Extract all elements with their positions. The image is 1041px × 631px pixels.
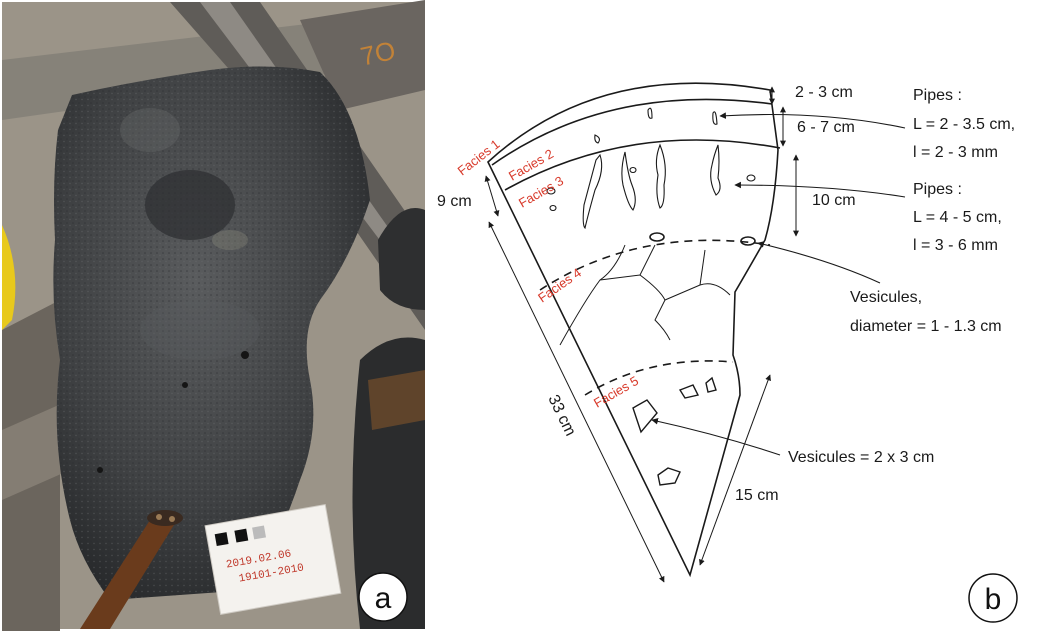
vesicules-2-label: Vesicules = 2 x 3 cm (788, 449, 934, 466)
pipes-1-width: l = 2 - 3 mm (913, 144, 998, 161)
facies-labels: Facies 1 Facies 2 Facies 3 Facies 4 Faci… (455, 136, 641, 410)
pipes-1-title: Pipes : (913, 87, 962, 104)
dim-arrow-15 (700, 375, 770, 565)
dim-label-6-7: 6 - 7 cm (797, 119, 855, 136)
vesicules-1-line2: diameter = 1 - 1.3 cm (850, 318, 1002, 335)
vesicules-facies-5 (633, 378, 716, 485)
pipes-2-width: l = 3 - 6 mm (913, 237, 998, 254)
panel-a-photo: 7O 2019.02.06 19101-2010 a (2, 0, 425, 631)
dim-label-9: 9 cm (437, 193, 472, 210)
facies-4-label: Facies 4 (535, 265, 584, 305)
annotations: Pipes : L = 2 - 3.5 cm, l = 2 - 3 mm Pip… (788, 87, 1015, 466)
panel-b-letter: b (985, 583, 1002, 616)
facies-1-label: Facies 1 (455, 136, 503, 178)
pipes-facies-2 (595, 108, 717, 143)
dim-label-10: 10 cm (812, 192, 856, 209)
dim-label-15: 15 cm (735, 487, 779, 504)
vesicule-small-1 (650, 233, 664, 241)
pipes-2-title: Pipes : (913, 181, 962, 198)
facies-4-cracks (560, 245, 730, 345)
panel-a-letter: a (375, 582, 392, 615)
dim-label-2-3: 2 - 3 cm (795, 84, 853, 101)
dim-arrow-9 (486, 176, 498, 216)
dim-label-33: 33 cm (544, 392, 578, 439)
pipes-2-length: L = 4 - 5 cm, (913, 209, 1002, 226)
leader-vesicules-1 (758, 243, 880, 283)
vesicules-1-line1: Vesicules, (850, 289, 922, 306)
pipes-1-length: L = 2 - 3.5 cm, (913, 116, 1015, 133)
leader-vesicules-2 (652, 420, 780, 455)
